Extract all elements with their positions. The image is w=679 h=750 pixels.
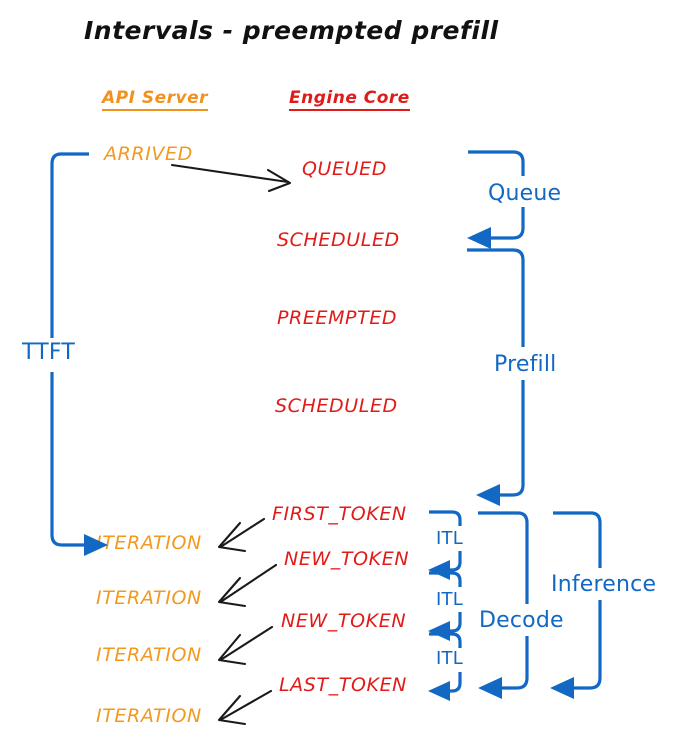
interval-label-itl-2: ITL xyxy=(436,589,463,610)
interval-label-inference: Inference xyxy=(551,572,657,597)
event-arrived: ARRIVED xyxy=(104,143,193,165)
event-scheduled-2: SCHEDULED xyxy=(275,395,398,417)
page-title: Intervals - preempted prefill xyxy=(84,16,499,45)
bracket-prefill xyxy=(467,248,525,506)
event-iteration-3: ITERATION xyxy=(96,644,202,666)
event-new-token-2: NEW_TOKEN xyxy=(281,610,407,632)
event-scheduled-1: SCHEDULED xyxy=(277,229,400,251)
event-first-token: FIRST_TOKEN xyxy=(272,503,407,525)
interval-label-queue: Queue xyxy=(488,181,562,206)
arrow-first-token-to-iteration-1 xyxy=(217,517,266,553)
bracket-decode xyxy=(478,511,529,699)
arrow-new-token-2-to-iteration-3 xyxy=(217,625,274,666)
interval-label-itl-1: ITL xyxy=(436,528,463,549)
interval-label-ttft: TTFT xyxy=(22,340,75,365)
arrow-last-token-to-iteration-4 xyxy=(217,689,273,726)
interval-label-itl-3: ITL xyxy=(436,648,463,669)
interval-label-decode: Decode xyxy=(479,608,564,633)
arrow-arrived-to-queued xyxy=(170,163,292,193)
bracket-inference xyxy=(550,511,602,699)
event-iteration-1: ITERATION xyxy=(96,532,202,554)
event-preempted: PREEMPTED xyxy=(277,307,398,329)
event-new-token-1: NEW_TOKEN xyxy=(284,548,410,570)
arrow-new-token-1-to-iteration-2 xyxy=(217,563,278,608)
event-iteration-4: ITERATION xyxy=(96,705,202,727)
column-header-api-server: API Server xyxy=(102,90,209,111)
column-header-engine-core: Engine Core xyxy=(289,90,410,111)
event-queued: QUEUED xyxy=(302,158,388,180)
event-iteration-2: ITERATION xyxy=(96,587,202,609)
event-last-token: LAST_TOKEN xyxy=(279,674,407,696)
interval-label-prefill: Prefill xyxy=(494,352,557,377)
